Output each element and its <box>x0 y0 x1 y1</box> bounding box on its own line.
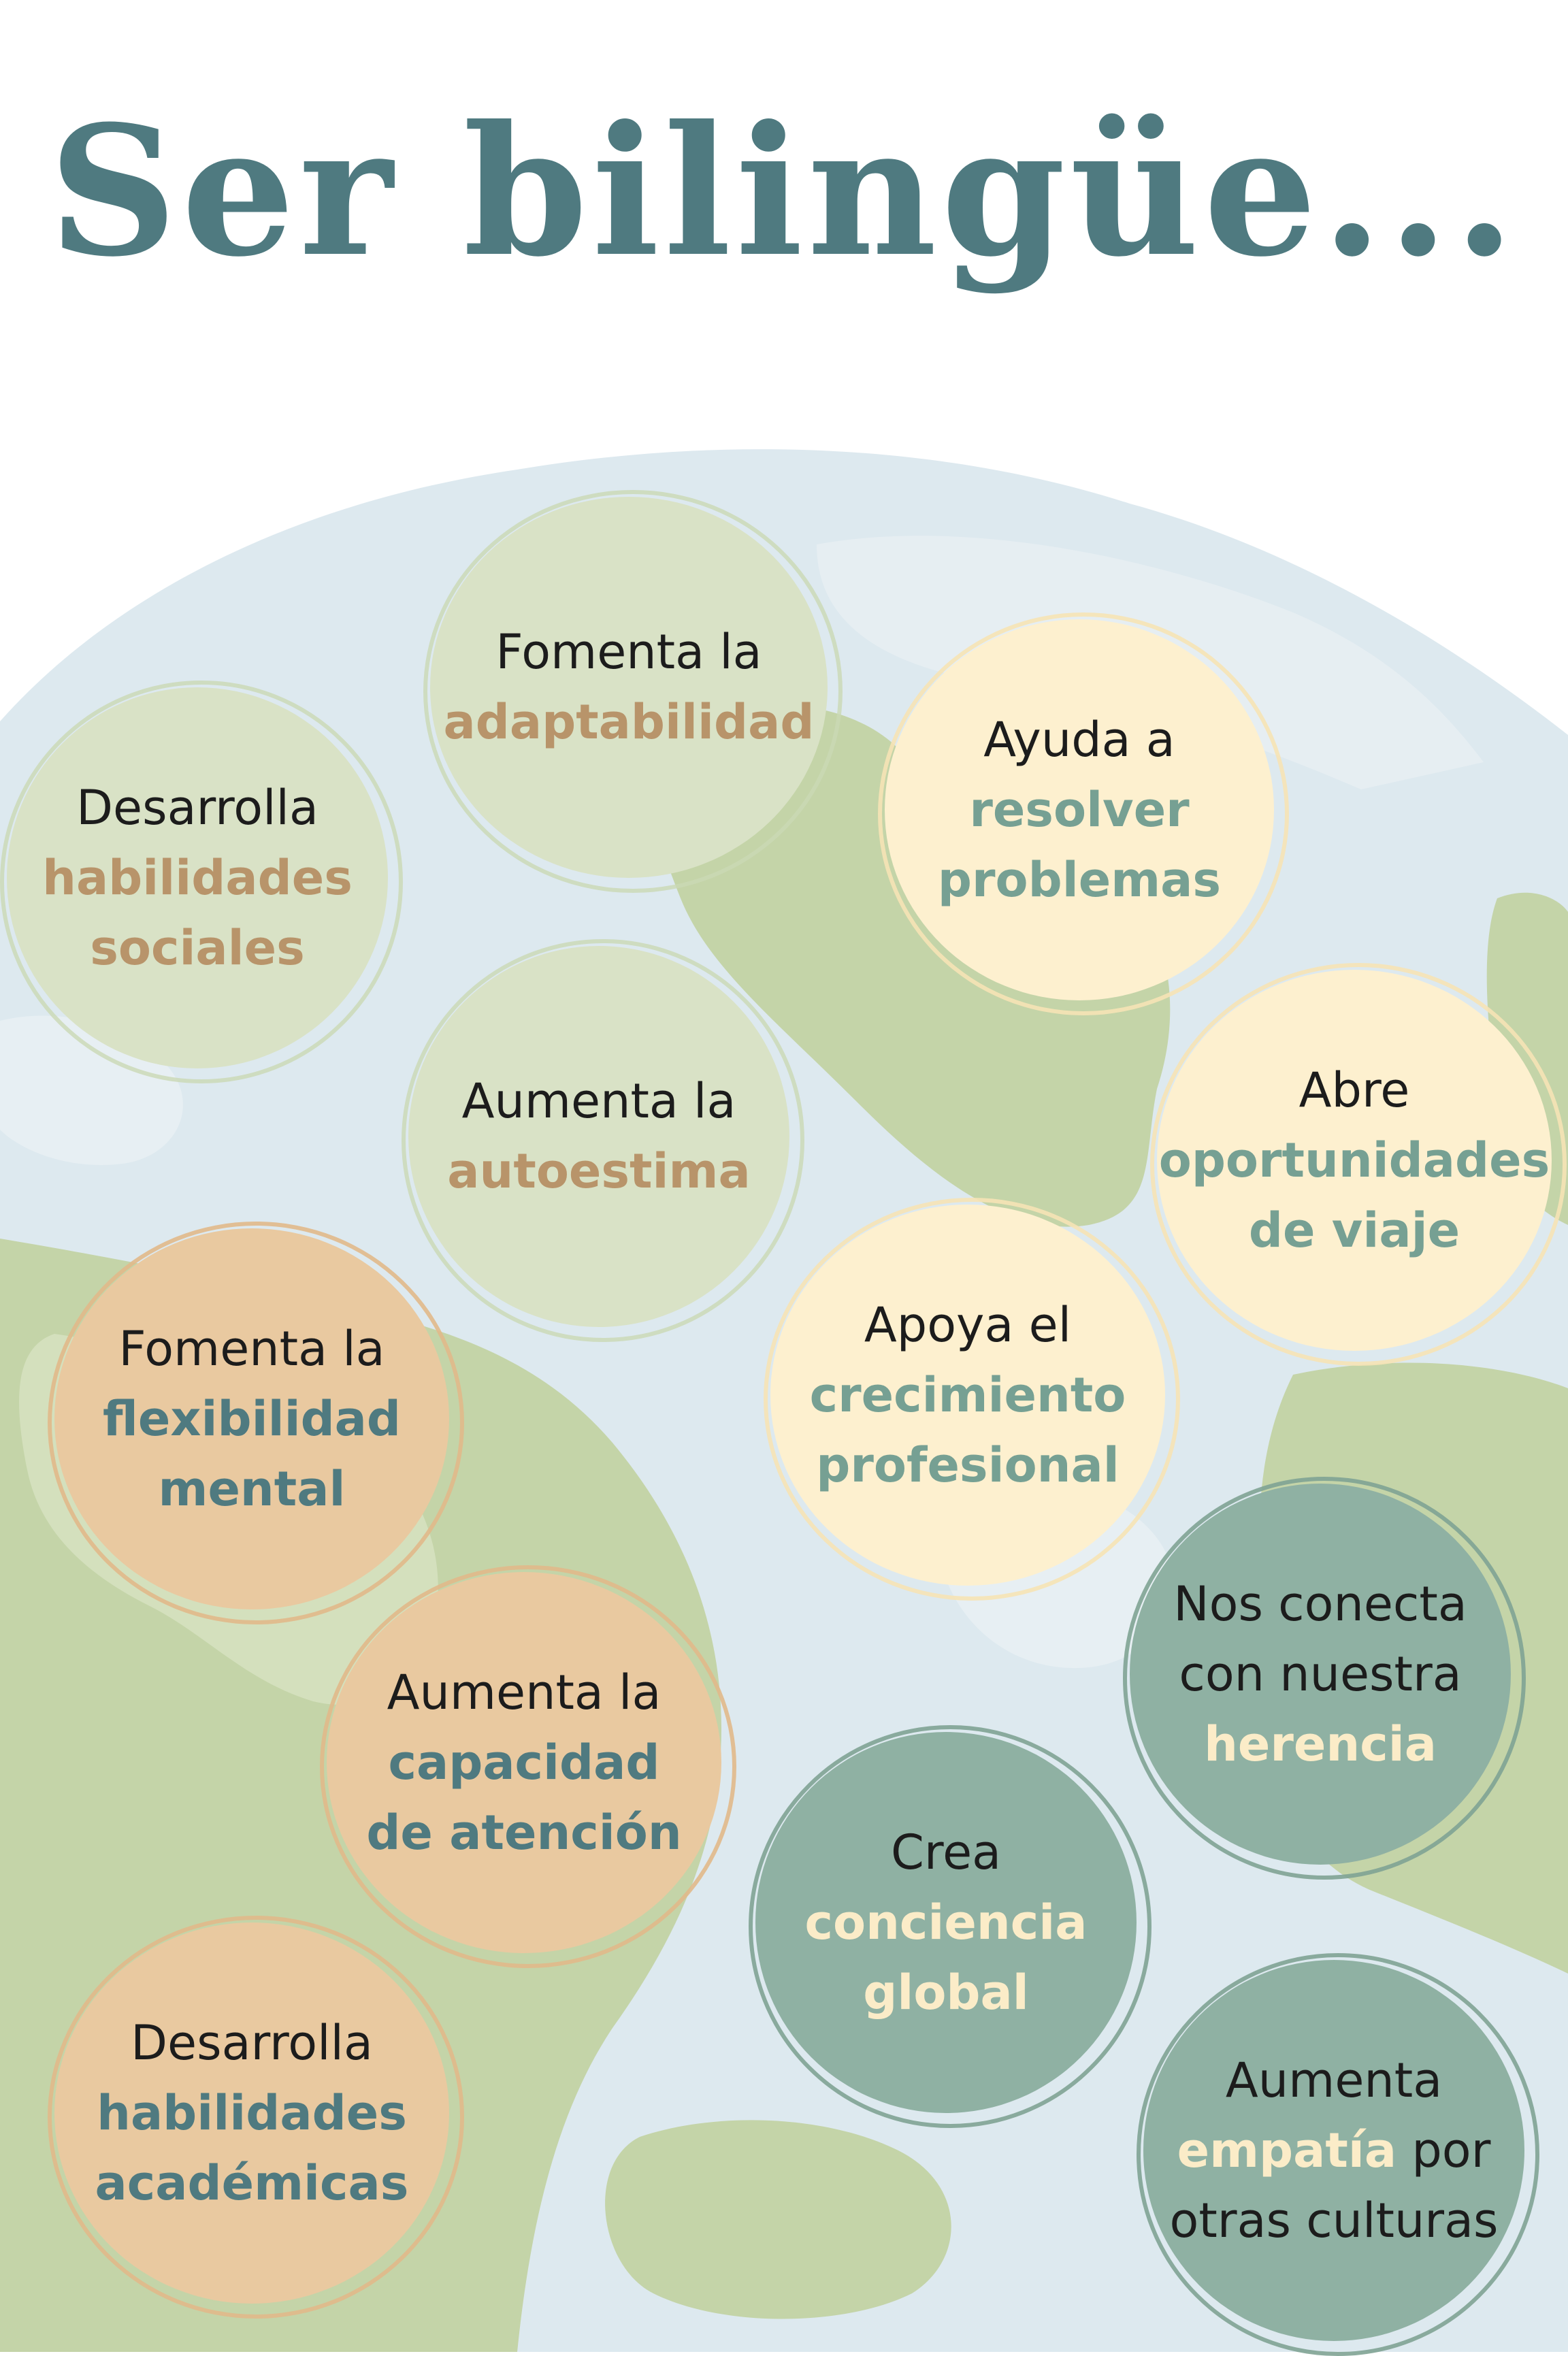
bubble-intro: Ayuda a <box>983 711 1175 768</box>
bubble-viaje: Abre oportunidades de viaje <box>1157 970 1552 1351</box>
bubble-highlight: habilidades <box>97 2084 407 2141</box>
bubble-highlight-2: problemas <box>937 851 1222 908</box>
bubble-autoestima: Aumenta la autoestima <box>408 946 789 1327</box>
bubble-adaptabilidad: Fomenta la adaptabilidad <box>430 497 828 878</box>
bubble-intro: Aumenta la <box>387 1664 662 1720</box>
bubble-highlight-2: de atención <box>366 1804 682 1861</box>
bubble-atencion: Aumenta la capacidad de atención <box>327 1572 721 1953</box>
bubble-highlight: empatía <box>1177 2122 1397 2178</box>
bubble-highlight: autoestima <box>447 1143 751 1199</box>
bubble-profesional: Apoya el crecimiento profesional <box>770 1205 1165 1586</box>
bubble-problemas: Ayuda a resolver problemas <box>885 619 1274 1000</box>
bubble-highlight: flexibilidad <box>102 1390 402 1447</box>
bubble-academicas: Desarrolla habilidades académicas <box>54 1923 449 2304</box>
bubble-highlight-2: de viaje <box>1248 1202 1460 1258</box>
bubble-highlight: oportunidades <box>1158 1132 1550 1188</box>
bubble-after: por <box>1396 2122 1491 2178</box>
bubble-intro: Apoya el <box>864 1296 1072 1353</box>
bubble-highlight-2: profesional <box>816 1437 1120 1493</box>
bubble-intro-2: con nuestra <box>1179 1646 1462 1702</box>
bubble-intro: Aumenta la <box>461 1073 736 1129</box>
bubble-intro: Fomenta la <box>118 1320 385 1377</box>
bubble-highlight: capacidad <box>388 1734 660 1790</box>
bubble-highlight-2: académicas <box>95 2155 409 2211</box>
bubble-highlight-2: sociales <box>90 919 305 976</box>
bubble-highlight: habilidades <box>42 849 353 906</box>
bubble-highlight: resolver <box>969 781 1190 838</box>
bubble-empatia: Aumenta empatía por otras culturas <box>1143 1960 1524 2341</box>
page-title: Ser bilingüe... <box>48 86 1520 296</box>
bubble-intro: Desarrolla <box>76 779 318 836</box>
bubble-highlight: crecimiento <box>809 1367 1126 1423</box>
bubble-sociales: Desarrolla habilidades sociales <box>7 687 388 1068</box>
bubble-intro: Crea <box>890 1824 1002 1880</box>
bubble-intro: Abre <box>1298 1062 1410 1118</box>
bubble-herencia: Nos conecta con nuestra herencia <box>1130 1484 1511 1865</box>
bubble-flexibilidad: Fomenta la flexibilidad mental <box>54 1228 449 1609</box>
bubble-global: Crea conciencia global <box>755 1732 1137 2113</box>
bubble-intro: Nos conecta <box>1173 1575 1467 1632</box>
bubble-highlight: herencia <box>1204 1716 1437 1772</box>
bubble-highlight-2: mental <box>158 1460 346 1517</box>
bubble-highlight: conciencia <box>804 1894 1088 1950</box>
bubble-intro: Desarrolla <box>131 2014 373 2071</box>
bubble-highlight-2: global <box>863 1964 1029 2020</box>
bubble-intro: Fomenta la <box>495 624 762 680</box>
bubble-highlight-line: empatía por <box>1177 2116 1491 2186</box>
bubble-intro: Aumenta <box>1225 2052 1443 2108</box>
bubble-highlight: adaptabilidad <box>443 694 815 750</box>
bubble-line-3: otras culturas <box>1169 2192 1499 2248</box>
